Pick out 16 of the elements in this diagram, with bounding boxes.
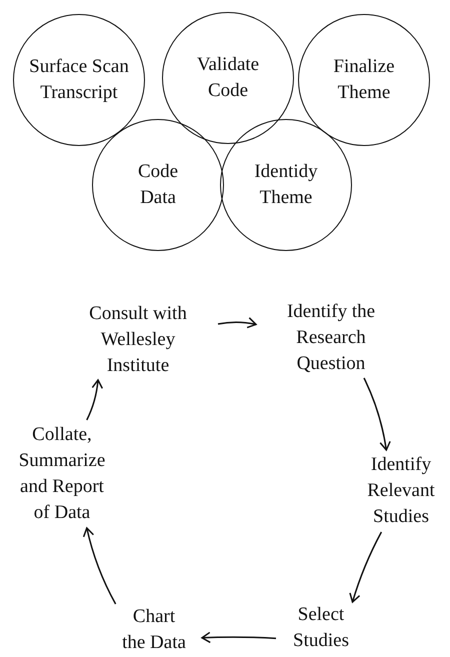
step-label: Identidy Theme [253,160,319,210]
step-circle [92,119,224,251]
step-label: Surface Scan Transcript [29,55,129,105]
step-circle [13,14,145,146]
step-label: Collate, Summarize and Report of Data [18,423,106,525]
step-circle [298,14,430,146]
step-circle [220,119,352,251]
step-label: Select Studies [292,603,350,653]
step-label: Chart the Data [121,605,187,655]
step-label: Identify Relevant Studies [366,453,436,529]
step-circle [162,12,294,144]
step-label: Validate Code [196,53,260,103]
step-label: Identify the Research Question [286,300,376,376]
step-label: Consult with Wellesley Institute [88,302,188,378]
step-label: Finalize Theme [332,55,396,105]
step-label: Code Data [136,160,180,210]
